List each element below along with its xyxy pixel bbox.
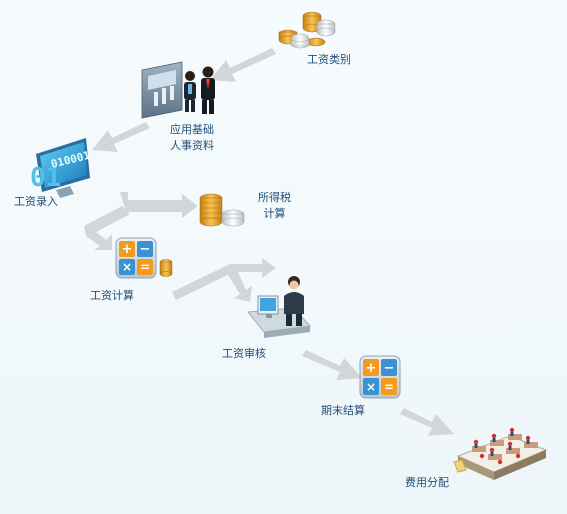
people-board-icon (141, 61, 215, 119)
svg-text:−: − (140, 242, 151, 257)
binary-monitor-icon: 01 0100010 (30, 138, 98, 198)
label-hr-basic-info: 应用基础 人事资料 (170, 122, 214, 154)
arrow-category-to-hr (210, 48, 276, 82)
svg-text:×: × (122, 260, 132, 274)
label-salary-entry: 工资录入 (14, 195, 58, 208)
label-cost-allocation: 费用分配 (405, 476, 449, 489)
svg-text:01: 01 (30, 163, 61, 193)
coin-stack-icon (199, 193, 245, 227)
arrow-close-to-allocation (400, 408, 454, 436)
arrow-hr-to-entry (92, 122, 150, 152)
label-period-close: 期末结算 (321, 404, 365, 417)
svg-text:−: − (384, 361, 395, 376)
flow-arrows (84, 48, 454, 436)
svg-text:+: + (122, 242, 133, 257)
label-income-tax-line2: 计算 (263, 207, 286, 220)
calculator-icon: + − × = (359, 355, 401, 399)
label-salary-calc: 工资计算 (90, 289, 134, 302)
svg-text:×: × (366, 380, 376, 394)
clerk-computer-icon (247, 276, 312, 338)
svg-text:=: = (384, 380, 394, 394)
arrow-entry-to-tax (120, 192, 198, 218)
arrow-entry-to-calc (84, 206, 130, 250)
coin-stack-icon (278, 11, 336, 49)
arrow-calc-to-review-leg (226, 272, 252, 302)
office-floor-icon (453, 427, 548, 480)
label-income-tax: 所得税 计算 (258, 190, 291, 222)
label-hr-basic-info-line2: 人事资料 (170, 139, 214, 152)
label-income-tax-line1: 所得税 (258, 191, 291, 204)
svg-text:=: = (140, 260, 150, 274)
arrow-calc-to-review (172, 258, 276, 300)
label-hr-basic-info-line1: 应用基础 (170, 123, 214, 136)
label-salary-category: 工资类别 (307, 53, 351, 66)
svg-text:+: + (366, 361, 377, 376)
label-salary-review: 工资审核 (222, 347, 266, 360)
calculator-icon: + − × = (115, 237, 173, 279)
arrow-review-to-close (302, 350, 362, 380)
